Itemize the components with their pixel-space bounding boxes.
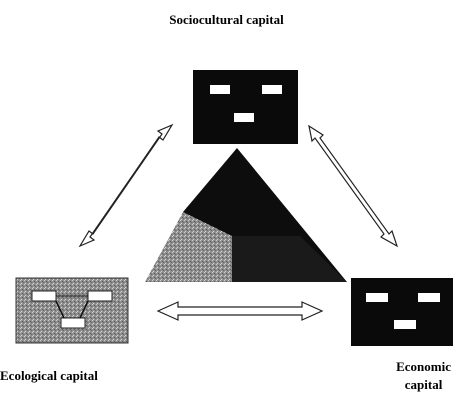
box-slot [31, 290, 57, 302]
box-connector [55, 300, 65, 319]
arrow-top-left [78, 123, 174, 248]
ecological-box [15, 277, 129, 344]
box-slot [234, 113, 254, 122]
pyramid-shade-face [145, 212, 232, 282]
pyramid-dark-base [232, 236, 347, 282]
double-arrow-icon [78, 123, 174, 248]
box-slot [418, 293, 440, 302]
box-connector [79, 300, 89, 319]
sociocultural-box [193, 70, 298, 144]
economic-capital-line1: Economic [396, 359, 451, 374]
pyramid [145, 148, 347, 282]
box-slot [87, 290, 113, 302]
economic-box [351, 278, 453, 346]
box-slot [394, 320, 416, 329]
box-slot [366, 293, 388, 302]
arrow-top-right [308, 124, 399, 248]
arrow-bottom [156, 301, 324, 321]
economic-capital-line2: capital [404, 377, 443, 392]
double-arrow-icon [308, 124, 399, 248]
box-slot [210, 85, 230, 94]
box-slot [262, 85, 282, 94]
sociocultural-capital-label: Sociocultural capital [169, 12, 284, 27]
box-slot [60, 317, 86, 329]
double-arrow-icon [156, 301, 324, 321]
economic-capital-label: Economic capital [396, 358, 451, 394]
ecological-capital-label: Ecological capital [0, 368, 98, 383]
